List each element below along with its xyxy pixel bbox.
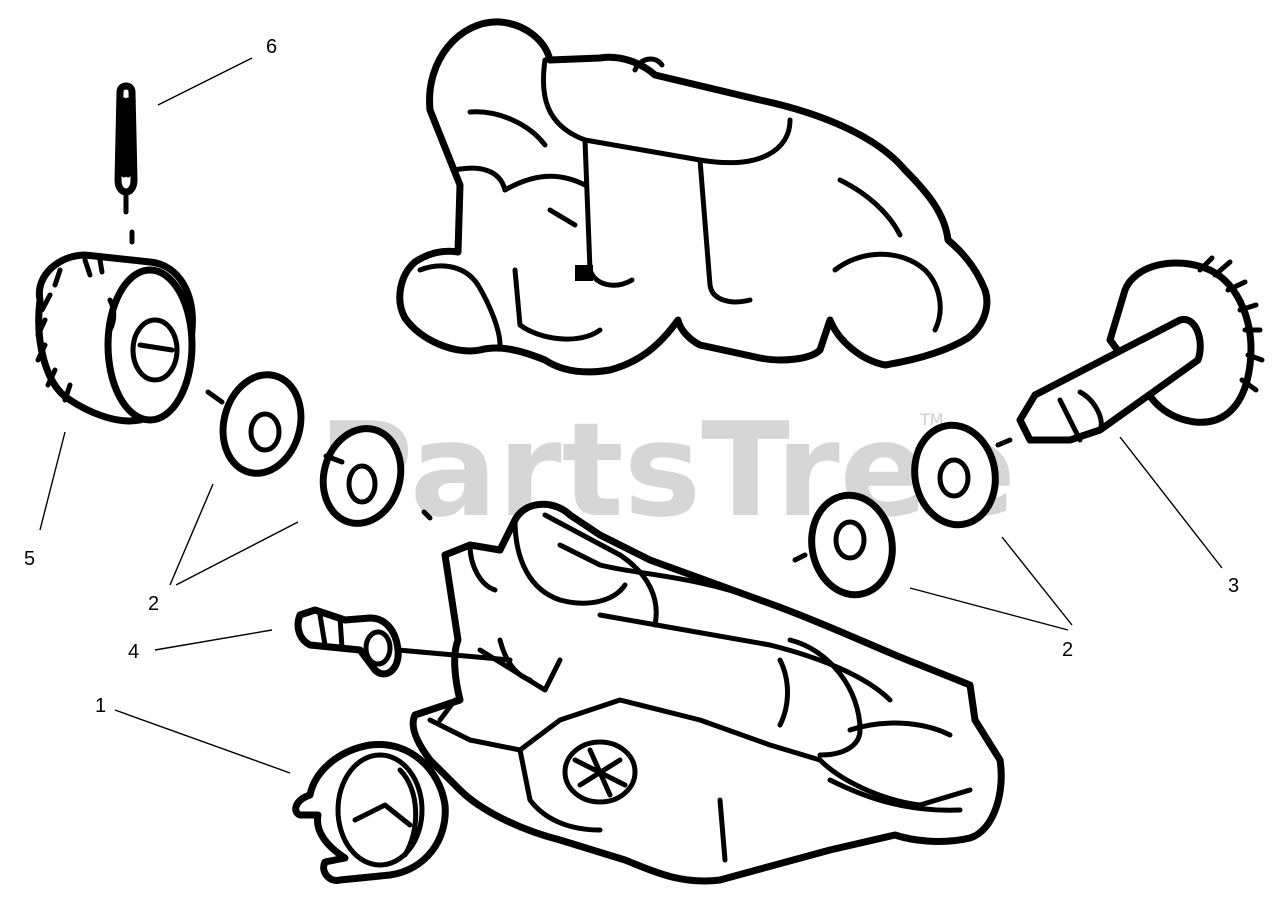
callout-1: 1 bbox=[95, 695, 106, 717]
part-2-washer-right-b bbox=[911, 421, 1013, 529]
leader-2b-1 bbox=[1001, 536, 1073, 626]
leader-lines bbox=[39, 57, 1223, 774]
leader-4 bbox=[154, 629, 273, 651]
leader-1 bbox=[114, 709, 291, 774]
callout-2-left: 2 bbox=[148, 593, 159, 615]
part-2-washer-right-a bbox=[792, 491, 896, 599]
part-5-gear bbox=[35, 251, 196, 425]
part-1-clamp bbox=[292, 740, 449, 884]
leader-6 bbox=[157, 57, 253, 106]
leader-3 bbox=[1119, 436, 1223, 569]
part-2-washer-left-a bbox=[205, 371, 305, 477]
callout-5: 5 bbox=[24, 548, 35, 570]
part-4-fitting bbox=[294, 606, 513, 678]
leader-5 bbox=[39, 431, 66, 531]
part-3-shaft bbox=[1016, 255, 1265, 444]
part-6-pin bbox=[114, 82, 138, 245]
callout-6: 6 bbox=[266, 36, 277, 58]
part-2-washer-left-b bbox=[319, 425, 433, 527]
callout-3: 3 bbox=[1228, 575, 1239, 597]
leader-2a-2 bbox=[175, 521, 299, 586]
watermark-tm: TM bbox=[919, 410, 944, 429]
watermark: PartsTree bbox=[318, 394, 1016, 546]
leader-2a-1 bbox=[169, 483, 214, 586]
callout-2-right: 2 bbox=[1062, 639, 1073, 661]
lower-housing bbox=[409, 500, 1005, 885]
leader-2b-2 bbox=[909, 587, 1069, 631]
upper-housing bbox=[396, 18, 991, 376]
callout-4: 4 bbox=[128, 641, 139, 663]
